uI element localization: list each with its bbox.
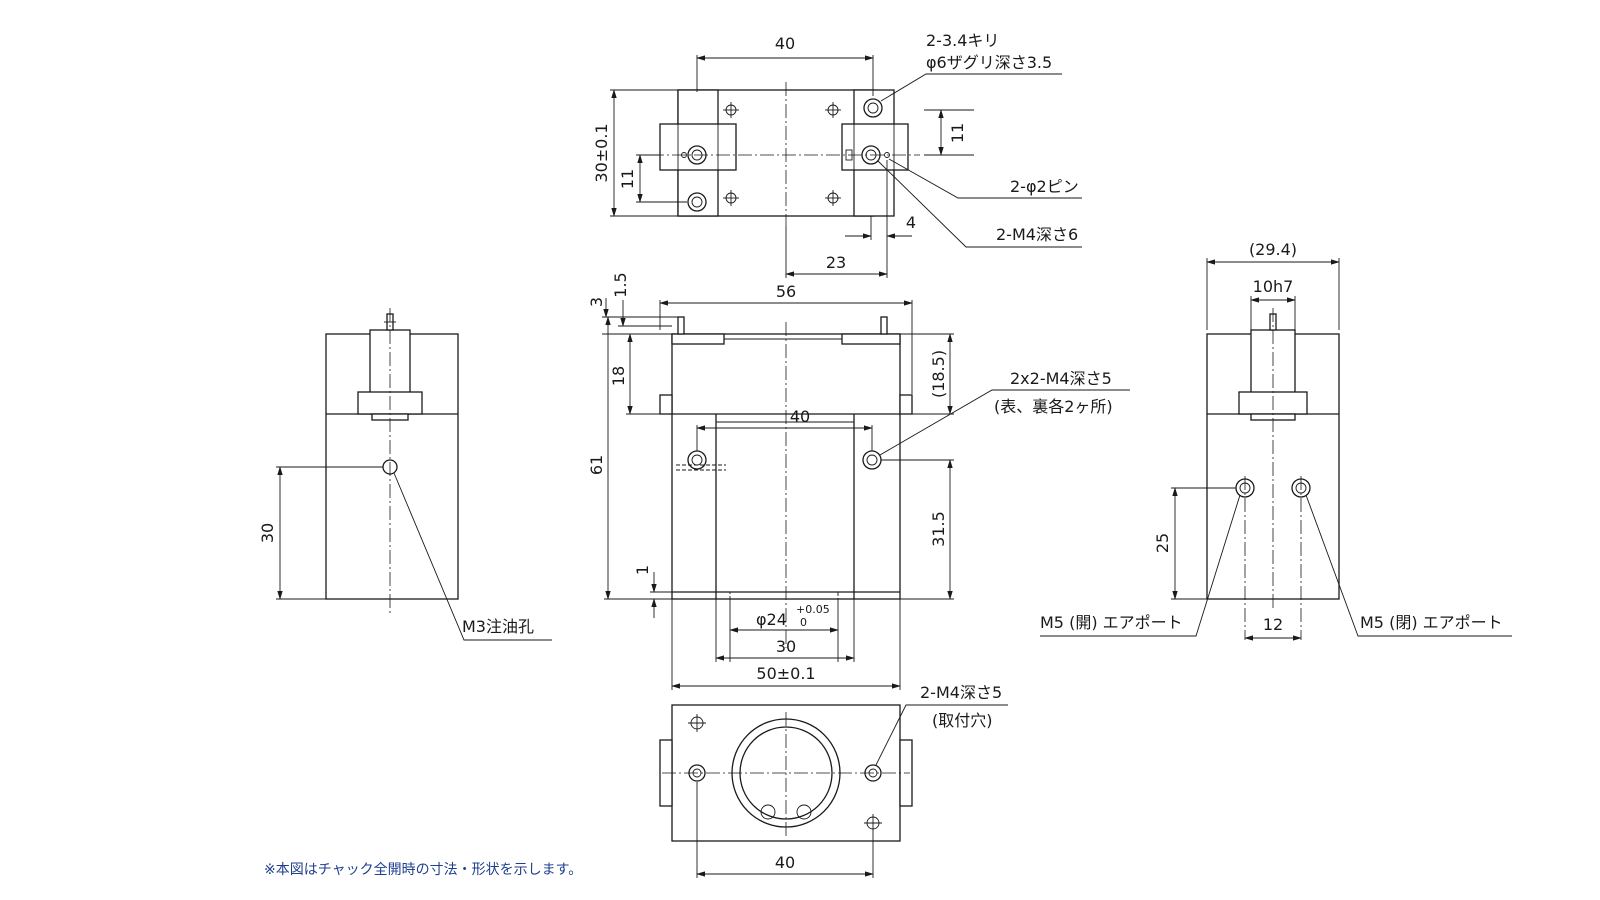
dim-top-height: 30±0.1 bbox=[592, 123, 611, 182]
dim-right-25: 25 bbox=[1153, 533, 1172, 553]
callout-front-tap-1: 2x2-M4深さ5 bbox=[1010, 369, 1112, 388]
bottom-mount-right bbox=[864, 764, 882, 782]
dim-front-56: 56 bbox=[776, 282, 796, 301]
left-view: 30 M3注油孔 bbox=[258, 308, 552, 641]
dim-right-12: 12 bbox=[1263, 615, 1283, 634]
callout-pin: 2-φ2ピン bbox=[1010, 177, 1079, 196]
dim-front-61: 61 bbox=[587, 455, 606, 475]
dim-right-10h7: 10h7 bbox=[1253, 277, 1294, 296]
dim-front-phi24: φ24 bbox=[756, 610, 787, 629]
dim-bottom-40: 40 bbox=[775, 853, 795, 872]
callout-counterbore-1: 2-3.4キリ bbox=[926, 31, 999, 50]
callout-oil-hole: M3注油孔 bbox=[462, 617, 534, 636]
dim-top-23: 23 bbox=[826, 253, 846, 272]
top-right-counterbore bbox=[863, 98, 883, 118]
top-right-pin bbox=[884, 152, 890, 158]
dim-front-18-5: (18.5) bbox=[929, 350, 948, 398]
dim-front-phi24-lower: 0 bbox=[800, 616, 807, 629]
dim-top-4: 4 bbox=[906, 213, 916, 232]
top-left-tap bbox=[687, 192, 707, 212]
bottom-mount-left bbox=[688, 764, 706, 782]
front-pin-left bbox=[677, 316, 685, 335]
dim-front-40: 40 bbox=[790, 407, 810, 426]
dim-left-30: 30 bbox=[258, 523, 277, 543]
bottom-view: 40 2-M4深さ5 (取付穴) bbox=[659, 683, 1008, 878]
dim-front-1: 1 bbox=[633, 565, 652, 575]
dim-front-phi24-upper: +0.05 bbox=[796, 603, 830, 616]
dim-front-1-5: 1.5 bbox=[611, 272, 630, 297]
callout-port-close: M5 (閉) エアポート bbox=[1360, 613, 1503, 632]
top-left-jaw-block bbox=[659, 123, 737, 171]
callout-tap-top: 2-M4深さ6 bbox=[996, 225, 1078, 244]
dim-front-3: 3 bbox=[587, 297, 606, 307]
front-view: 56 3 1.5 18 61 1 (18.5) 40 3 bbox=[587, 272, 1130, 690]
dim-front-30: 30 bbox=[776, 637, 796, 656]
dim-front-31-5: 31.5 bbox=[929, 511, 948, 547]
callout-port-open: M5 (開) エアポート bbox=[1040, 613, 1183, 632]
dim-top-11-left: 11 bbox=[618, 169, 637, 189]
right-view: (29.4) 10h7 25 12 M5 (開) エアポート M5 (閉) エア… bbox=[1040, 240, 1512, 641]
dim-top-width: 40 bbox=[775, 34, 795, 53]
callout-counterbore-2: φ6ザグリ深さ3.5 bbox=[926, 53, 1052, 72]
dim-right-29-4: (29.4) bbox=[1249, 240, 1297, 259]
callout-mount-1: 2-M4深さ5 bbox=[920, 683, 1002, 702]
footnote: ※本図はチャック全開時の寸法・形状を示します。 bbox=[264, 861, 582, 878]
callout-mount-2: (取付穴) bbox=[932, 711, 993, 730]
callout-front-tap-2: (表、裏各2ヶ所) bbox=[994, 397, 1113, 416]
dim-top-11-right: 11 bbox=[948, 123, 967, 143]
dim-front-18: 18 bbox=[609, 366, 628, 386]
front-pin-right bbox=[880, 316, 888, 335]
dim-front-50: 50±0.1 bbox=[756, 664, 815, 683]
top-view: 40 30±0.1 11 11 4 23 2-3.4キリ φ6ザグリ深さ3.5 … bbox=[592, 31, 1082, 278]
